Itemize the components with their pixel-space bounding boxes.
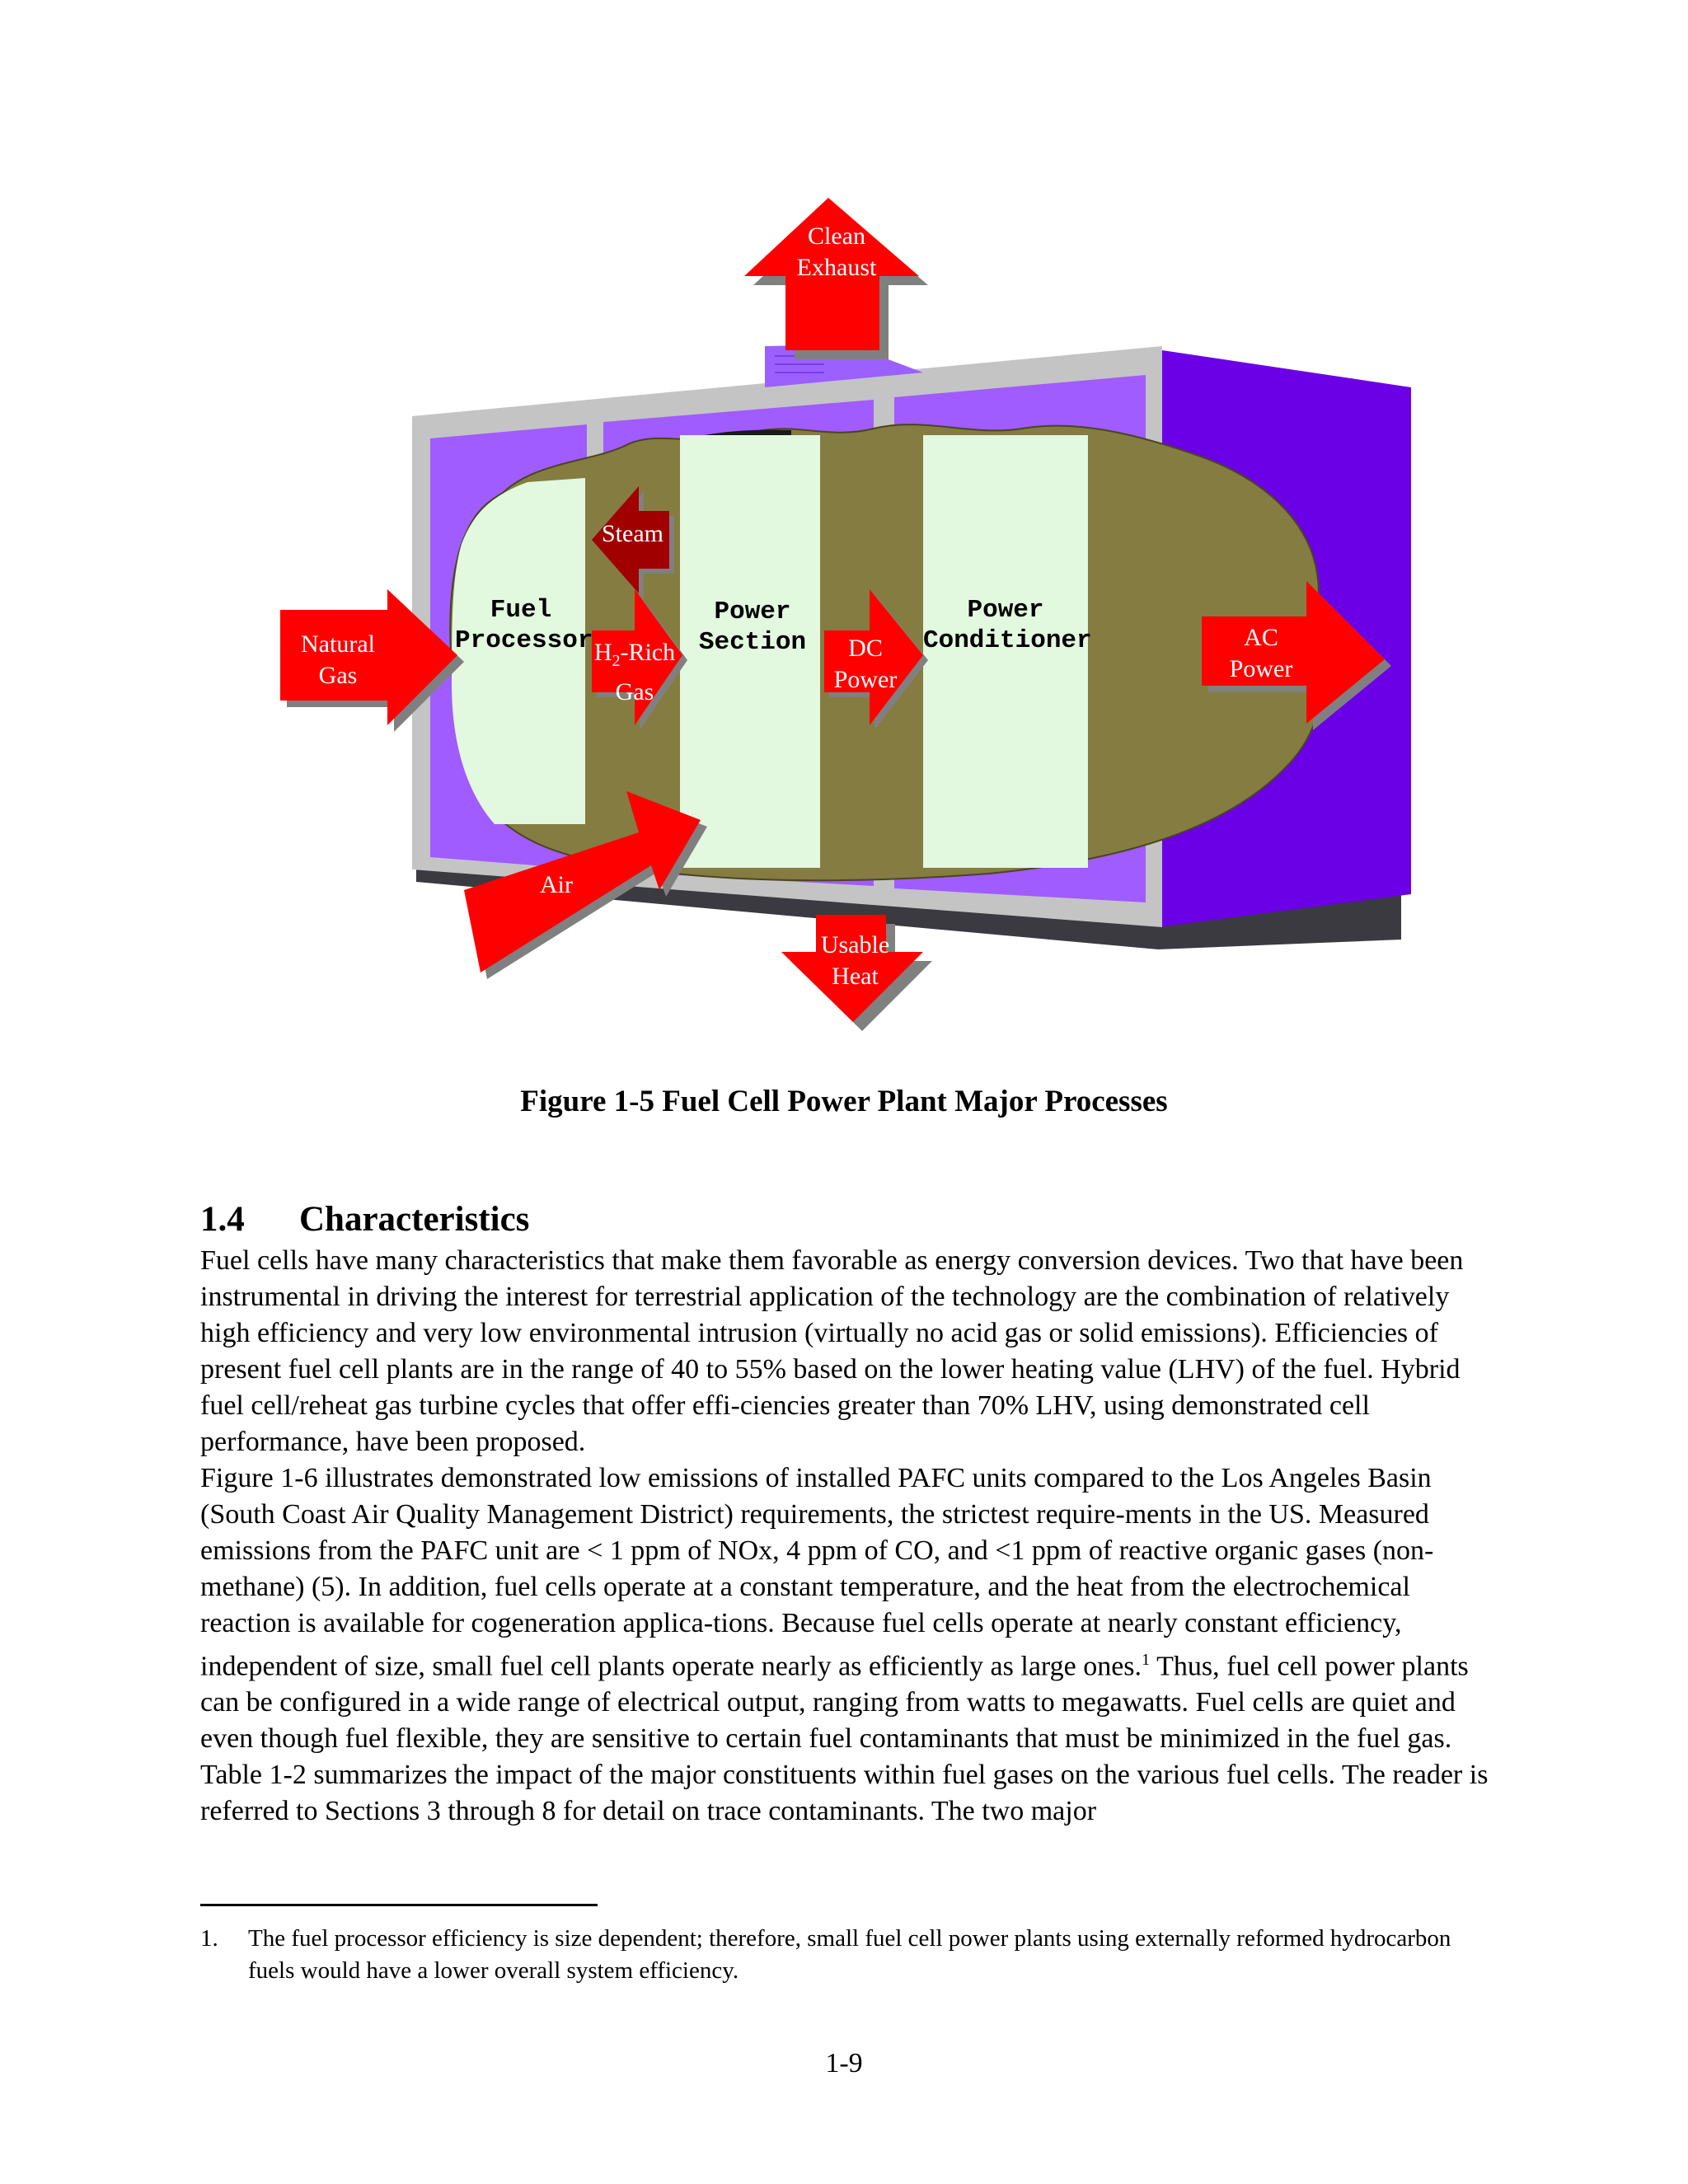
clean-exhaust-arrow	[744, 198, 919, 350]
steam-label: Steam	[602, 520, 663, 547]
page-number: 1-9	[825, 2048, 863, 2079]
h2-rich-rest: -Rich	[620, 639, 676, 666]
steam-arrow	[592, 486, 669, 593]
fuel-processor-label: Fuel Processor	[455, 596, 593, 655]
footnote-text: The fuel processor efficiency is size de…	[248, 1925, 1451, 1984]
paragraph-2: Figure 1-6 illustrates demonstrated low …	[200, 1460, 1503, 1830]
power-conditioner-module	[923, 435, 1088, 868]
h2-rich-gas: Gas	[615, 678, 654, 705]
figure-caption: Figure 1-5 Fuel Cell Power Plant Major P…	[520, 1085, 1168, 1118]
h2-rich-h: H	[593, 639, 612, 666]
clean-exhaust-label: Clean Exhaust	[796, 223, 877, 281]
power-conditioner-label: Power Conditioner	[923, 596, 1092, 655]
usable-heat-arrow	[781, 915, 923, 1022]
footnote: 1. The fuel processor efficiency is size…	[200, 1923, 1486, 1987]
paragraph-2-part-b: Thus, fuel cell power plants can be conf…	[200, 1651, 1489, 1827]
footnote-number: 1.	[200, 1925, 218, 1952]
dc-power-arrow	[824, 589, 923, 725]
section-title: Characteristics	[299, 1200, 530, 1239]
air-arrow	[464, 791, 701, 972]
power-section-label: Power Section	[698, 598, 807, 657]
h2-rich-gas-arrow	[592, 589, 682, 725]
usable-heat-label: Usable Heat	[820, 931, 890, 990]
paragraph-2-part-a: Figure 1-6 illustrates demonstrated low …	[200, 1463, 1434, 1682]
power-section-module	[680, 435, 820, 868]
section-heading: 1.4 Characteristics	[200, 1199, 529, 1240]
body-text: Fuel cells have many characteristics tha…	[200, 1243, 1503, 1830]
ac-power-arrow	[1202, 581, 1385, 724]
ac-power-label: AC Power	[1229, 624, 1293, 682]
air-label: Air	[540, 871, 573, 898]
natural-gas-arrow	[280, 589, 457, 725]
paragraph-1: Fuel cells have many characteristics tha…	[200, 1245, 1464, 1457]
footnote-rule	[200, 1904, 598, 1906]
dc-power-label: DC Power	[833, 635, 898, 693]
h2-rich-subscript: 2	[612, 652, 621, 670]
fuel-cell-plant-diagram	[280, 198, 1411, 1031]
section-number: 1.4	[200, 1200, 245, 1239]
footnote-ref: 1	[1142, 1651, 1151, 1669]
natural-gas-label: Natural Gas	[301, 630, 375, 689]
fuel-processor-module	[452, 478, 585, 824]
